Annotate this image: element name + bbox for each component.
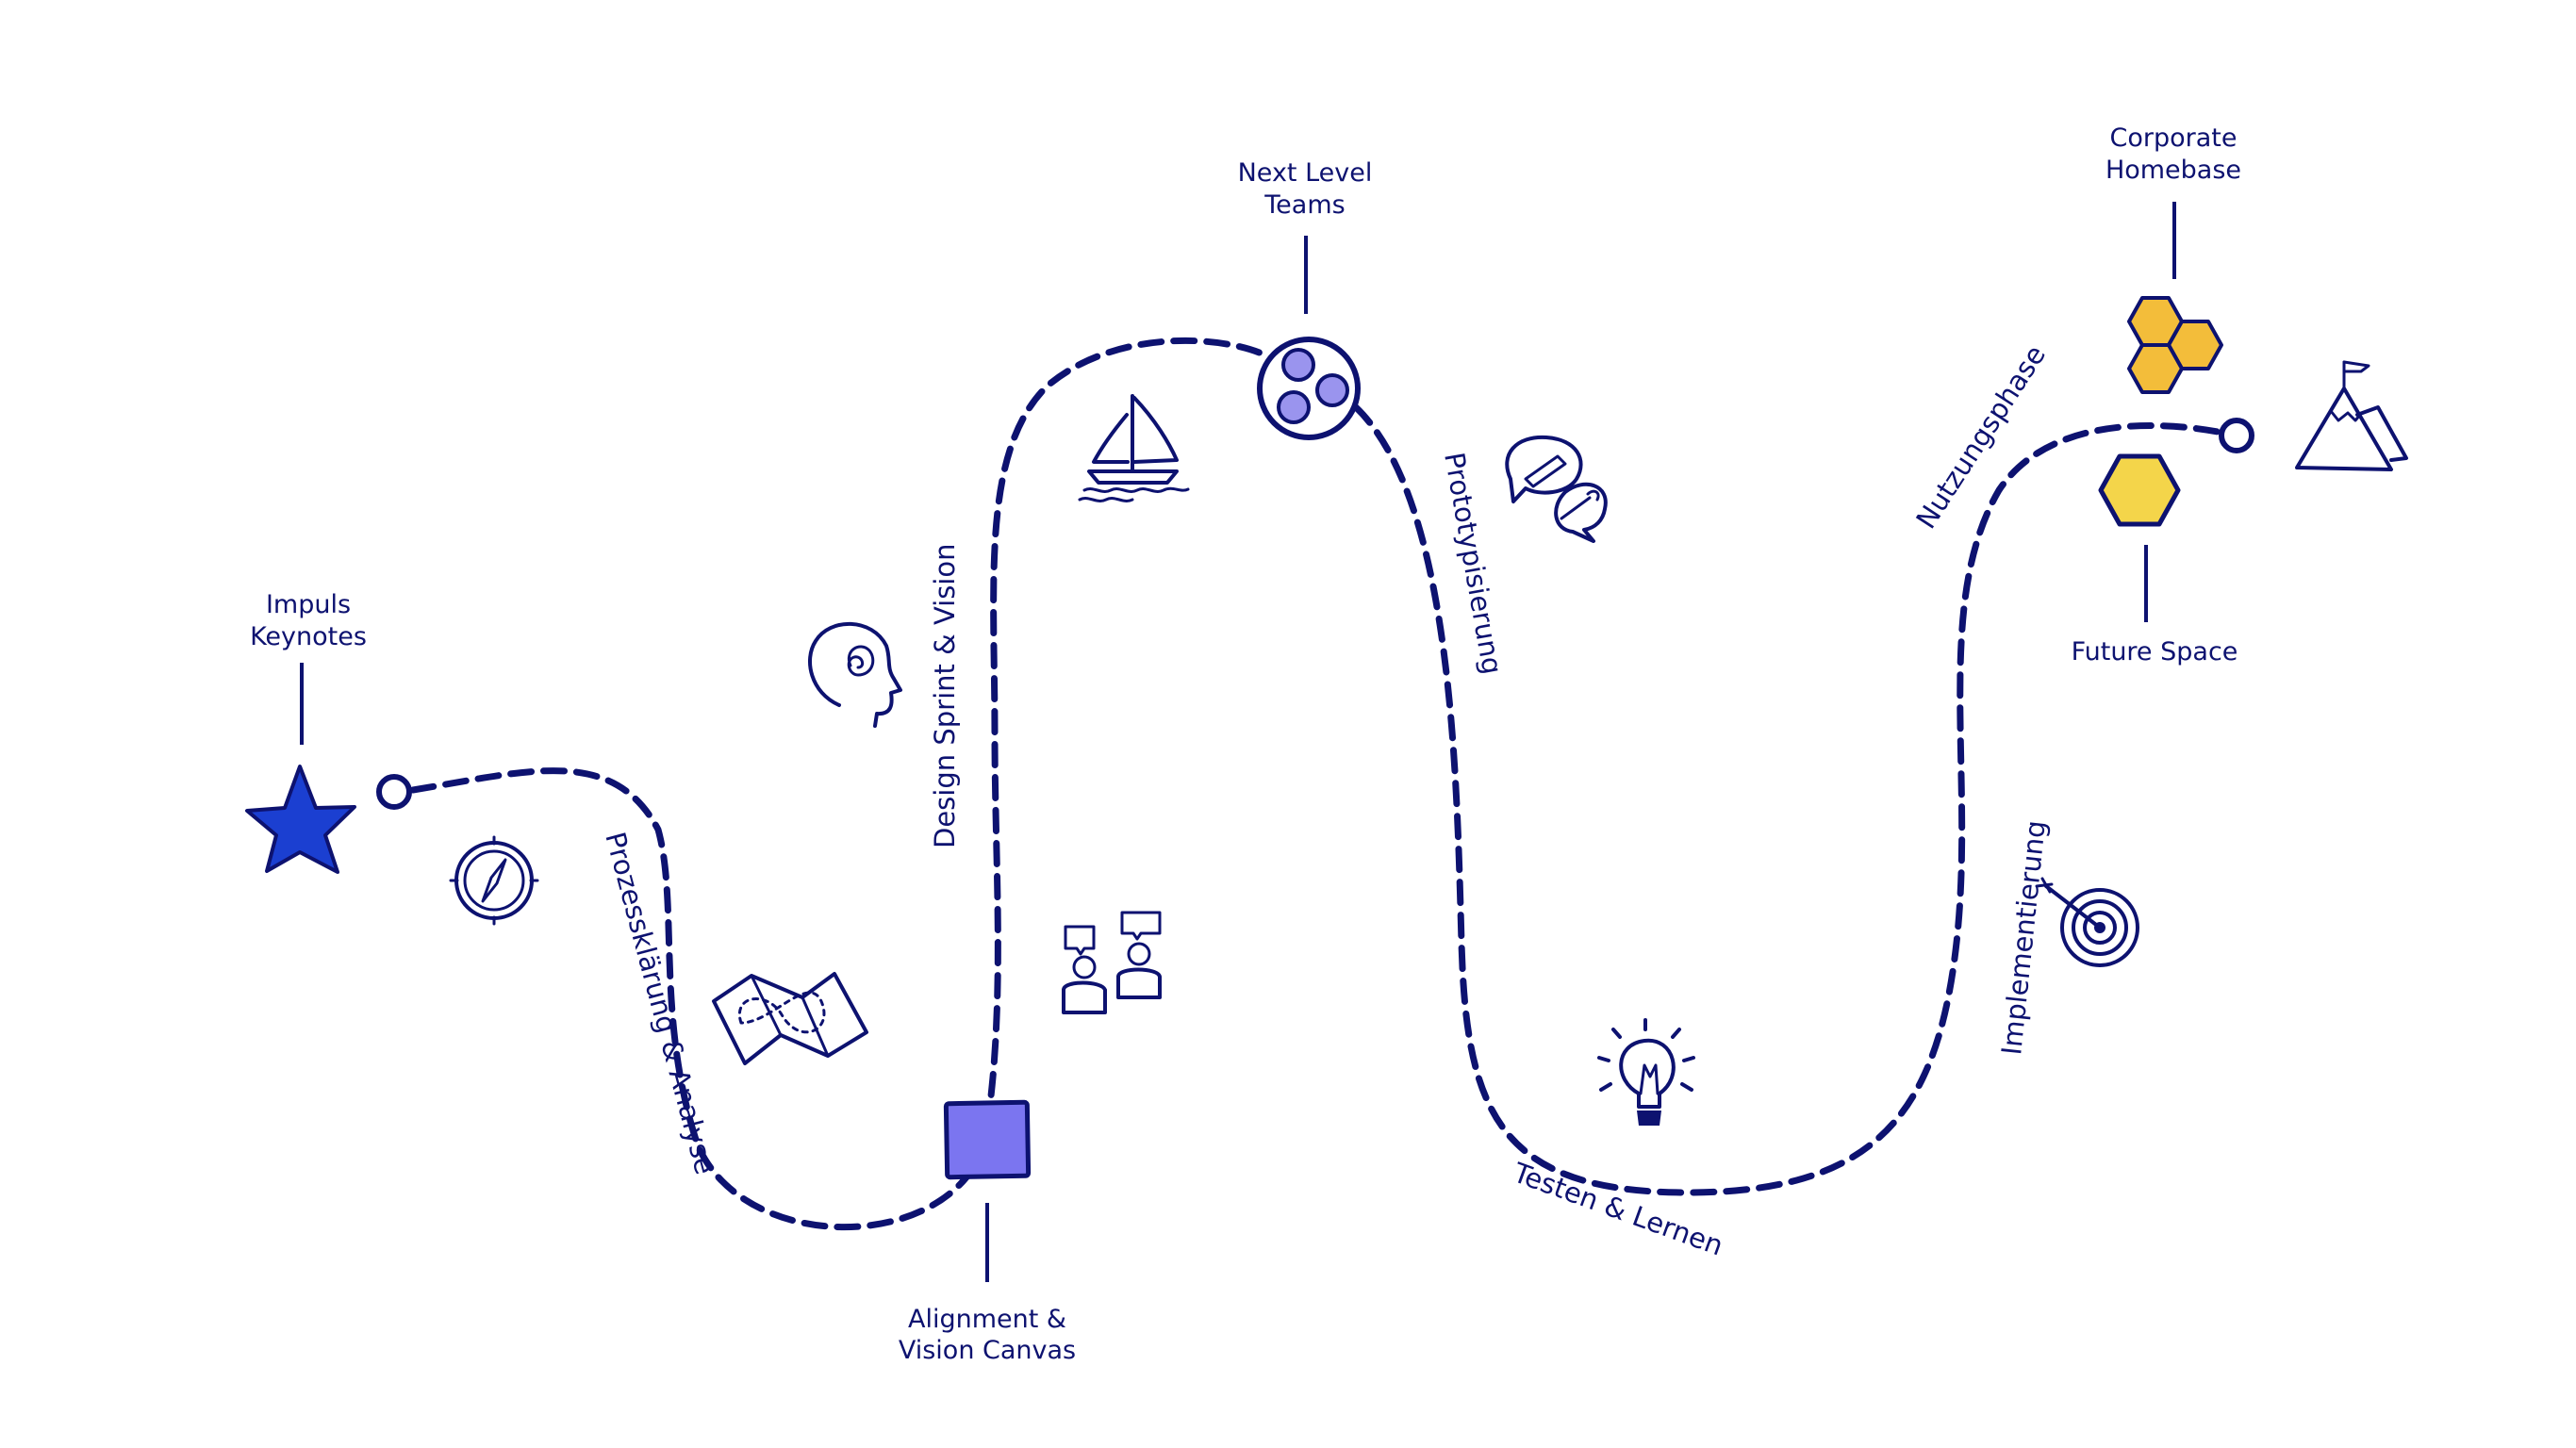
people-icon <box>1062 911 1162 1014</box>
journey-path-2 <box>1352 403 2221 1196</box>
map-icon <box>712 972 868 1065</box>
team-circle-icon <box>1257 337 1361 440</box>
phase-proto: Prototypisierung <box>1438 450 1509 677</box>
phase-prozess: Prozessklärung & Analyse <box>599 829 721 1177</box>
star-icon <box>245 765 356 874</box>
head-icon <box>808 621 902 728</box>
phase-nutzung: Nutzungsphase <box>1909 339 2052 535</box>
alignment-label-line1: Alignment & <box>908 1305 1066 1334</box>
corporate-label-line1: Corporate <box>2110 123 2237 153</box>
lightbulb-icon <box>1597 1018 1695 1126</box>
phase-implement: Implementierung <box>1995 819 2052 1057</box>
phase-design: Design Sprint & Vision <box>929 544 961 849</box>
start-node-icon <box>376 774 412 810</box>
journey-path <box>409 337 1265 1231</box>
future-label: Future Space <box>2072 637 2238 666</box>
alignment-label-line2: Vision Canvas <box>899 1336 1076 1365</box>
end-node-icon <box>2219 418 2254 453</box>
target-icon <box>2035 877 2139 967</box>
next-level-label-line2: Teams <box>1263 190 1345 220</box>
next-level-label-line1: Next Level <box>1238 158 1373 188</box>
mountain-flag-icon <box>2295 360 2408 471</box>
phase-testen: Testen & Lernen <box>1509 1156 1727 1261</box>
honeycomb-icon <box>2127 296 2223 394</box>
hexagon-icon <box>2098 453 2181 527</box>
compass-icon <box>449 835 539 926</box>
corporate-label-line2: Homebase <box>2105 156 2241 185</box>
speech-tools-icon <box>1505 435 1608 543</box>
square-marker-icon <box>943 1099 1032 1180</box>
sailboat-icon <box>1078 394 1190 502</box>
impuls-label-line2: Keynotes <box>250 622 367 651</box>
impuls-label-line1: Impuls <box>266 590 351 619</box>
